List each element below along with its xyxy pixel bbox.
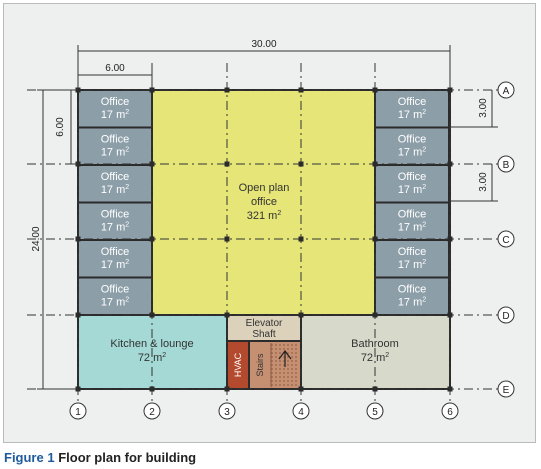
office-label: Office (101, 171, 130, 183)
elevator-label-line2: Shaft (252, 329, 276, 340)
grid-row-label: C (502, 235, 509, 246)
office-area: 17 m2 (101, 259, 129, 271)
grid-column-bubble-5: 5 (366, 402, 384, 420)
stairs-label: Stairs (255, 353, 265, 377)
grid-row-bubble-d: D (497, 306, 515, 324)
kitchen-title: Kitchen & lounge (110, 338, 193, 350)
office-area: 17 m2 (101, 147, 129, 159)
grid-column-label: 1 (75, 407, 81, 418)
figure-title: Floor plan for building (58, 450, 197, 465)
office-area: 17 m2 (101, 109, 129, 121)
dimension-lines (37, 45, 498, 390)
grid-column-bubble-4: 4 (292, 402, 310, 420)
open-plan-title-line2: office (251, 196, 277, 208)
grid-column-bubble-2: 2 (143, 402, 161, 420)
figure-number: Figure 1 (4, 450, 55, 465)
grid-column-label: 4 (298, 407, 304, 418)
office-area: 17 m2 (101, 222, 129, 234)
grid-lines (27, 63, 498, 403)
stair-treads (270, 343, 299, 387)
bathroom-label: Bathroom 72 m2 (351, 338, 399, 364)
bay-width-dimension: 6.00 (105, 63, 125, 74)
open-plan-title-line1: Open plan (239, 182, 290, 194)
grid-column-label: 5 (372, 407, 378, 418)
grid-column-bubble-3: 3 (218, 402, 236, 420)
office-area: 17 m2 (398, 147, 426, 159)
office-depth-dimension-lower: 3.00 (478, 172, 489, 192)
office-label: Office (101, 96, 130, 108)
grid-row-bubble-b: B (497, 155, 515, 173)
grid-column-label: 2 (149, 407, 155, 418)
office-label: Office (398, 134, 427, 146)
overall-depth-dimension: 24.00 (31, 226, 42, 251)
grid-row-label: E (503, 385, 510, 396)
office-label: Office (101, 246, 130, 258)
grid-column-bubble-6: 6 (441, 402, 459, 420)
grid-column-label: 6 (447, 407, 453, 418)
kitchen-label: Kitchen & lounge 72 m2 (110, 338, 193, 364)
grid-row-label: D (502, 311, 509, 322)
office-label: Office (101, 134, 130, 146)
office-area: 17 m2 (398, 109, 426, 121)
elevator-label-line1: Elevator (246, 318, 283, 329)
elevator-shaft-room (227, 315, 301, 341)
hvac-room (227, 341, 249, 389)
office-area: 17 m2 (101, 297, 129, 309)
office-depth-dimension-top: 3.00 (478, 98, 489, 118)
kitchen-area: 72 m2 (138, 352, 166, 364)
office-label: Office (398, 96, 427, 108)
bathroom-title: Bathroom (351, 338, 399, 350)
figure-caption: Figure 1 Floor plan for building (4, 450, 196, 465)
office-label: Office (398, 209, 427, 221)
office-area: 17 m2 (398, 222, 426, 234)
grid-row-bubble-e: E (497, 380, 515, 398)
open-plan-area: 321 m2 (247, 210, 282, 222)
office-label: Office (398, 284, 427, 296)
open-plan-label: Open plan office 321 m2 (239, 182, 290, 222)
office-area: 17 m2 (398, 297, 426, 309)
office-label: Office (101, 209, 130, 221)
overall-width-dimension: 30.00 (251, 39, 276, 50)
grid-row-label: B (503, 160, 510, 171)
bathroom-area: 72 m2 (361, 352, 389, 364)
grid-column-bubble-1: 1 (69, 402, 87, 420)
office-area: 17 m2 (398, 259, 426, 271)
grid-row-label: A (503, 86, 510, 97)
office-label: Office (101, 284, 130, 296)
open-plan-office-room (152, 90, 375, 315)
hvac-label: HVAC (233, 352, 243, 377)
office-area: 17 m2 (398, 184, 426, 196)
column-bubbles: 1 2 3 4 5 6 (69, 402, 459, 420)
row-depth-dimension: 6.00 (55, 117, 66, 137)
grid-column-label: 3 (224, 407, 230, 418)
grid-row-bubble-c: C (497, 230, 515, 248)
column-markers (75, 87, 453, 392)
office-area: 17 m2 (101, 184, 129, 196)
grid-row-bubble-a: A (497, 81, 515, 99)
office-label: Office (398, 246, 427, 258)
office-label: Office (398, 171, 427, 183)
row-bubbles: A B C D E (497, 81, 515, 398)
